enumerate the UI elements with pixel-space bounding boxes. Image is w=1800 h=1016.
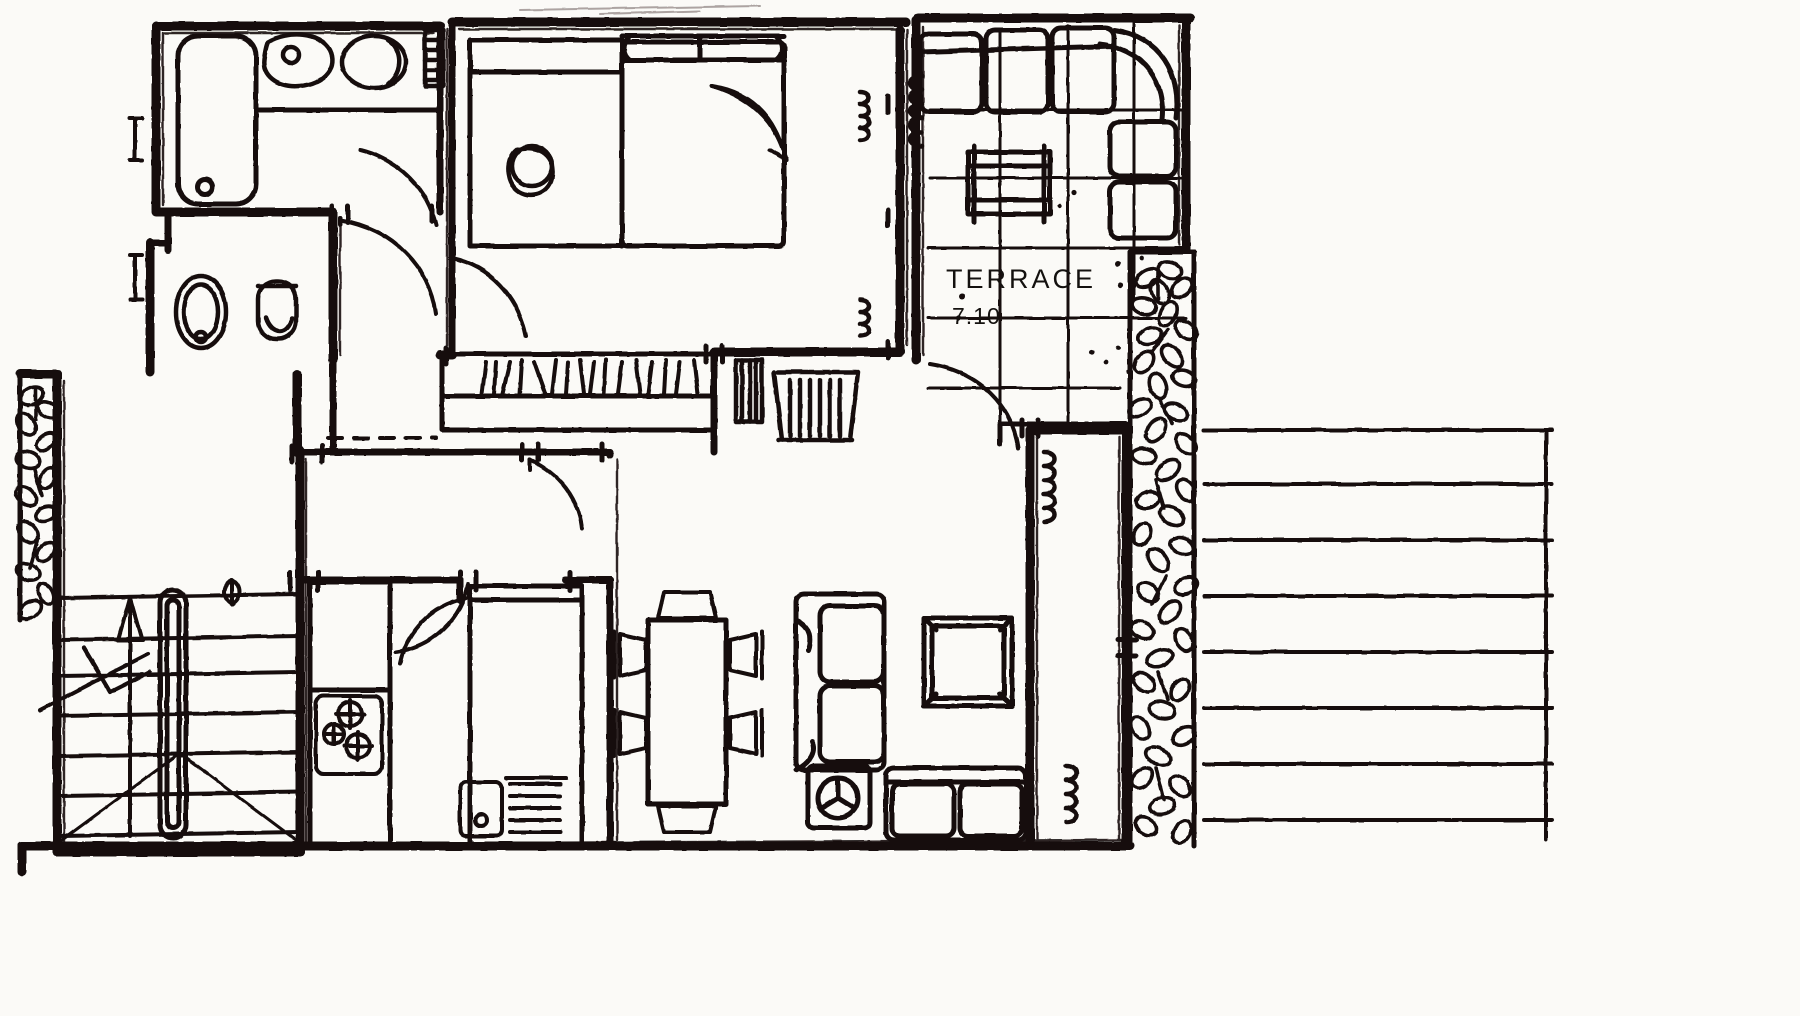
terrace-armchair-1 [1107, 119, 1179, 179]
dining-chair-5 [728, 630, 764, 680]
terrace-stipple [955, 189, 1145, 375]
stair-handrail [157, 587, 189, 841]
terrace-area-label: 7.10 [952, 303, 1001, 329]
terrace-table [965, 143, 1053, 225]
kitchen-counter [307, 579, 393, 847]
foliage-east [1127, 259, 1200, 845]
stair-newel [222, 578, 242, 606]
duct-top [422, 27, 446, 89]
wall-inner-lines [62, 23, 1181, 847]
bathroom-door [338, 216, 438, 316]
kitchen-island [467, 583, 585, 849]
hall-door [528, 458, 584, 530]
bathtub [175, 33, 259, 207]
radiator-hall [733, 357, 765, 425]
bedroom-door [450, 256, 528, 338]
radiator-bedroom-2 [857, 297, 872, 339]
dining-chair-2 [656, 804, 718, 834]
stair-section-arrow [38, 646, 152, 712]
shower-screen [128, 116, 144, 302]
living-door [398, 596, 468, 666]
terrace-armchair-2 [1107, 179, 1179, 241]
cooktop [314, 694, 384, 776]
kitchen-sink [458, 780, 504, 838]
stair-landing-lines [60, 754, 298, 842]
exterior-walls [15, 13, 1195, 877]
living-side-table [805, 763, 873, 831]
radiator-bedroom [857, 89, 872, 143]
terrace-room-label: TERRACE [946, 264, 1097, 294]
interior-walls [146, 18, 718, 850]
stair-direction-arrow [116, 596, 144, 838]
dining-chair-6 [728, 708, 764, 758]
bed [619, 33, 787, 249]
nightstand [506, 143, 555, 198]
bed-blanket [710, 84, 788, 162]
radiator-living [1041, 449, 1057, 525]
terrace-door [928, 362, 1020, 450]
radiator-living-2 [1063, 763, 1079, 825]
dining-table [645, 617, 729, 807]
dining-chair-4 [612, 708, 648, 758]
bidet [173, 273, 229, 351]
living-bench [883, 765, 1029, 843]
dining-chair-1 [656, 590, 718, 620]
living-sofa [793, 591, 887, 773]
kitchen-door [394, 582, 470, 654]
bookshelf [439, 351, 717, 433]
wardrobe [467, 37, 625, 249]
dining-chair-3 [612, 630, 648, 680]
bathroom-door-2 [358, 148, 438, 228]
radiator-chimney [771, 369, 861, 443]
kitchen-drainer [504, 776, 568, 834]
living-coffee-table [921, 615, 1015, 709]
books [480, 358, 700, 398]
terrace-sofa [917, 25, 1180, 123]
foliage-west [13, 385, 60, 622]
washbasin-1 [261, 32, 335, 89]
washbasin-2 [339, 33, 409, 91]
terrace-paving [926, 20, 1188, 432]
deck-planks [1202, 428, 1554, 842]
door-jambs [287, 93, 1139, 659]
toilet [255, 278, 299, 342]
scan-edge [519, 5, 761, 15]
